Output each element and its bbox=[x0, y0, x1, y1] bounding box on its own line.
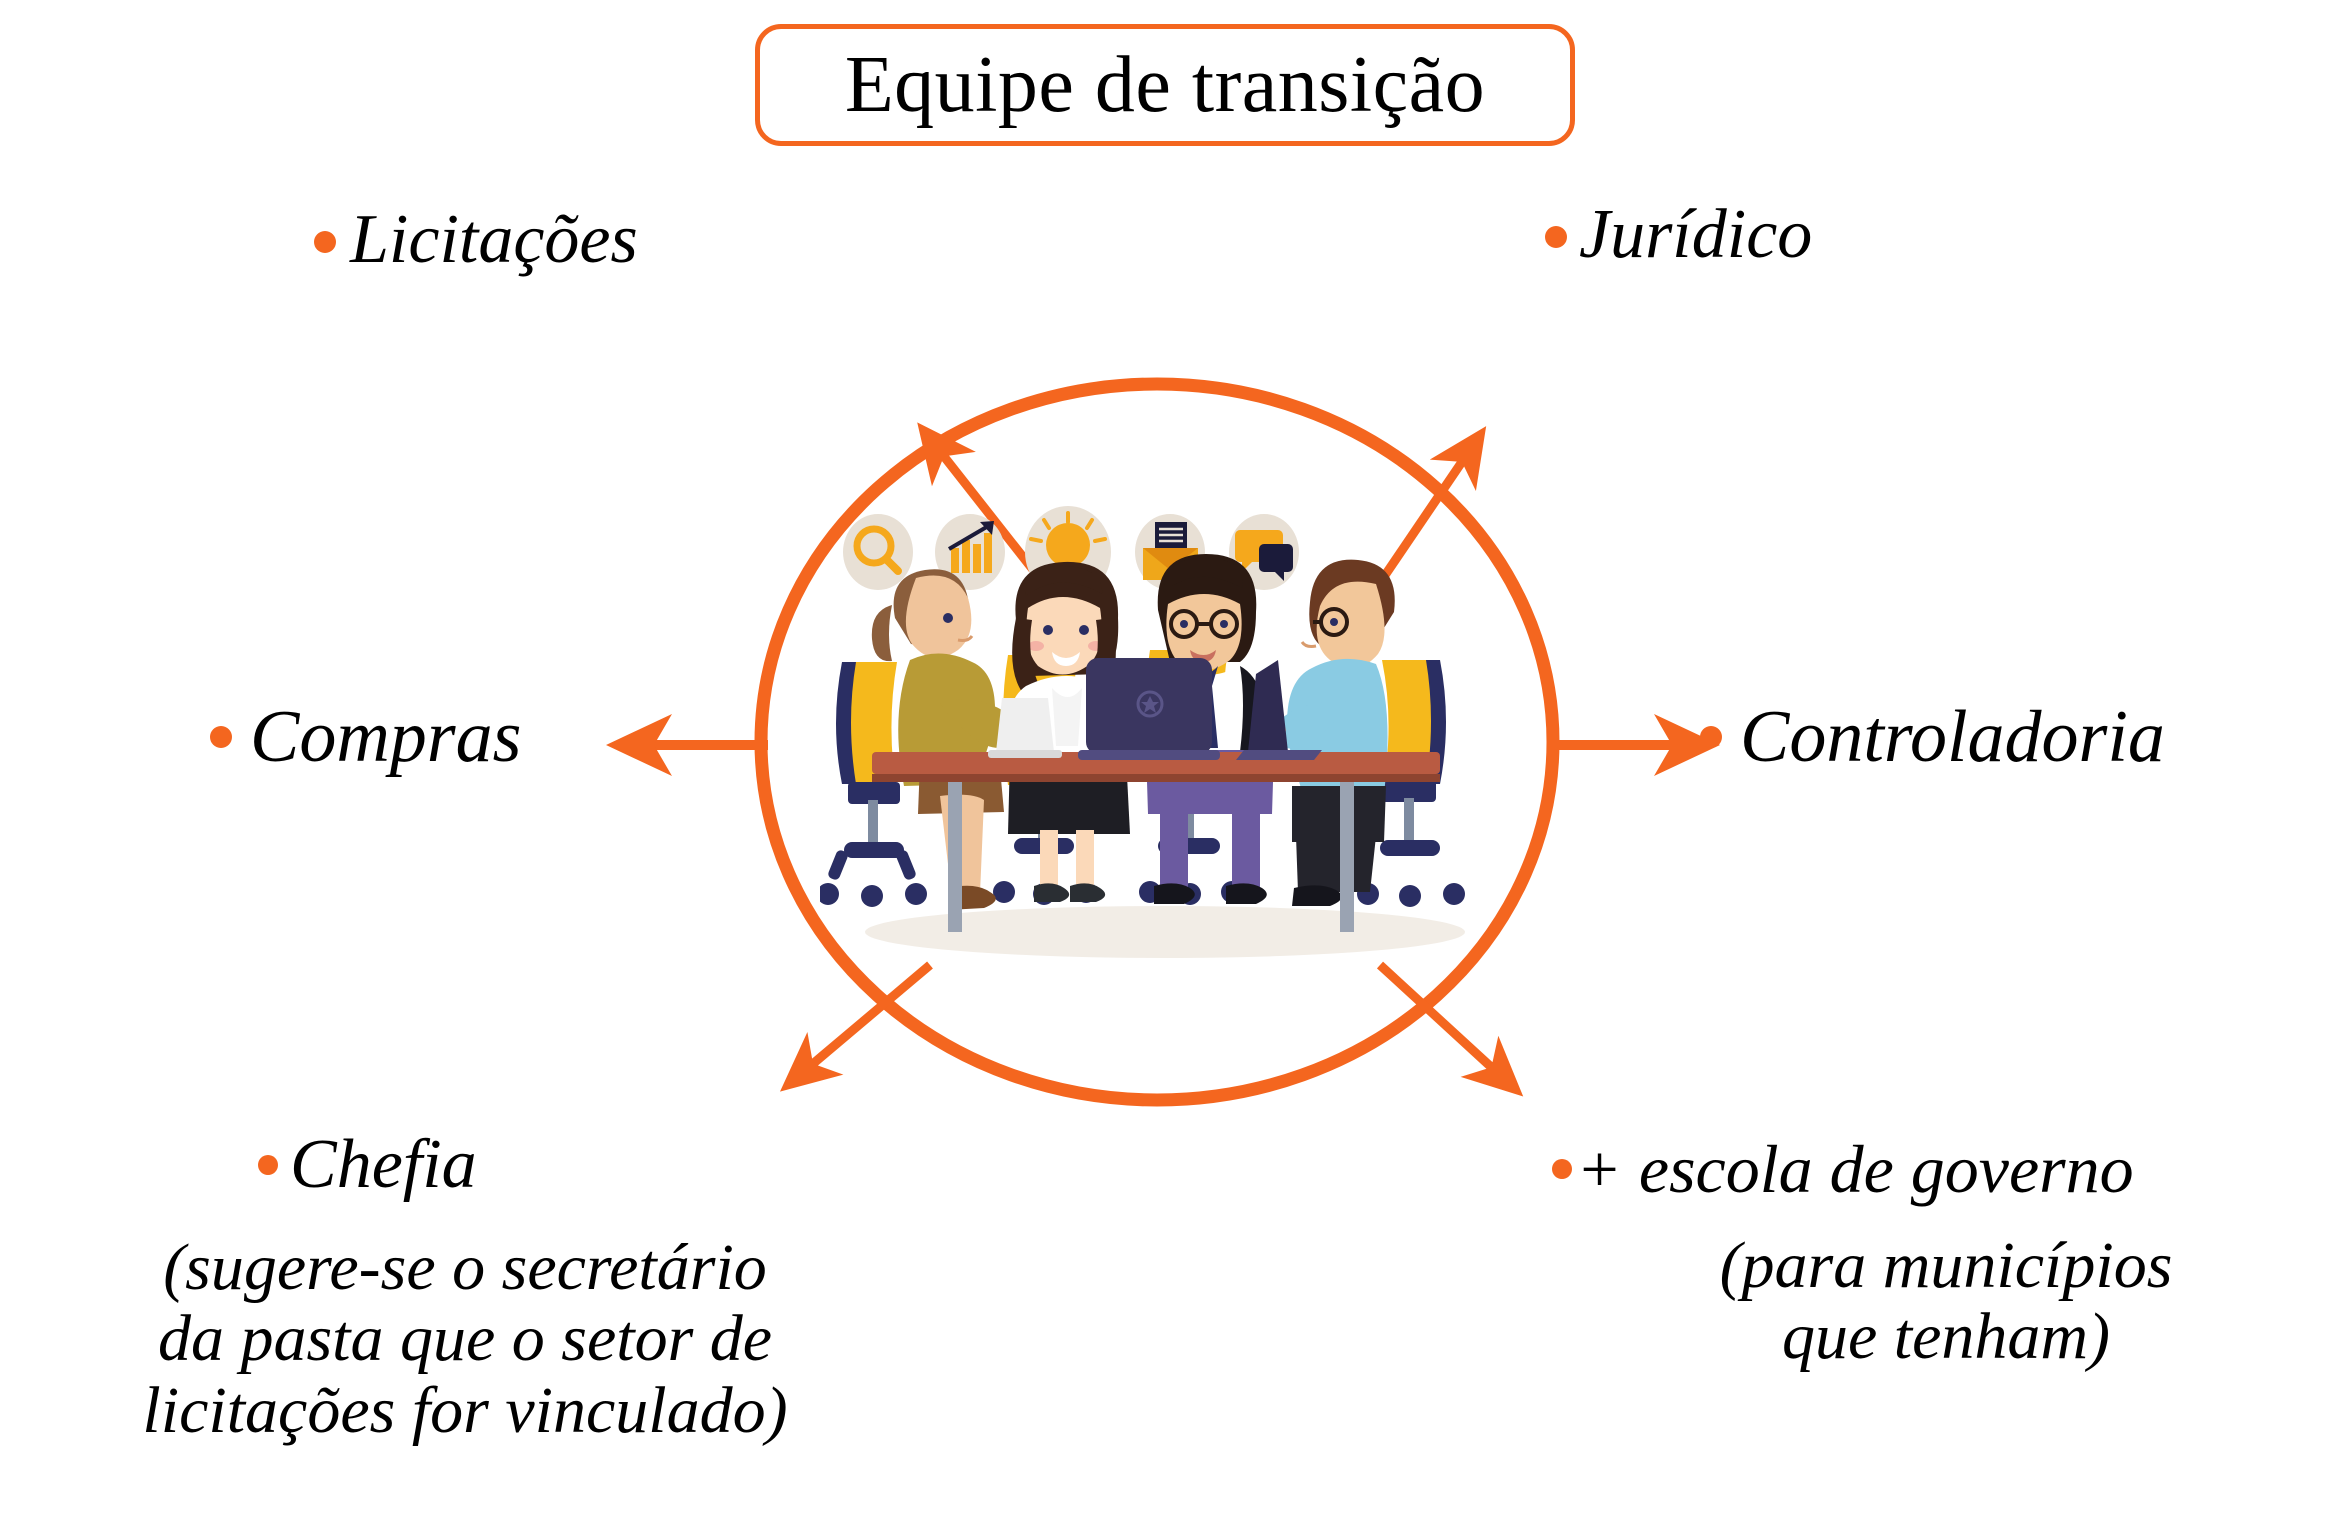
label-juridico: Jurídico bbox=[1545, 200, 1812, 270]
office-chair-4 bbox=[1357, 660, 1465, 907]
note-escola-de-governo: (para municípios que tenham) bbox=[1556, 1230, 2336, 1373]
label-chefia: Chefia bbox=[258, 1130, 477, 1200]
laptop-center bbox=[1078, 658, 1220, 760]
note-chefia-line-1: (sugere-se o secretário bbox=[163, 1231, 767, 1304]
orange-bullet-icon bbox=[210, 726, 232, 748]
arrow-top-right bbox=[1371, 426, 1487, 593]
bar-chart-growth-icon bbox=[935, 514, 1005, 590]
label-chefia-text: Chefia bbox=[290, 1126, 477, 1203]
label-compras-text: Compras bbox=[250, 696, 522, 778]
note-chefia-line-3: licitações for vinculado) bbox=[142, 1373, 788, 1447]
laptop-left bbox=[988, 698, 1062, 758]
orange-bullet-icon bbox=[1700, 726, 1722, 748]
label-compras: Compras bbox=[210, 700, 521, 774]
note-chefia: (sugere-se o secretário da pasta que o s… bbox=[10, 1232, 920, 1446]
label-juridico-text: Jurídico bbox=[1579, 196, 1813, 273]
label-escola-de-governo: + escola de governo bbox=[1552, 1135, 2134, 1203]
label-licitacoes: Licitações bbox=[314, 205, 638, 275]
orange-bullet-icon bbox=[258, 1155, 278, 1175]
note-chefia-line-2: da pasta que o setor de bbox=[157, 1302, 773, 1376]
label-controladoria-text: Controladoria bbox=[1740, 696, 2165, 778]
central-graphic bbox=[590, 340, 1730, 1130]
search-icon bbox=[843, 514, 913, 590]
team-meeting-illustration bbox=[820, 500, 1510, 970]
label-licitacoes-text: Licitações bbox=[350, 201, 638, 278]
orange-bullet-icon bbox=[1552, 1159, 1572, 1179]
diagram-title-box: Equipe de transição bbox=[755, 24, 1575, 146]
arrow-bottom-left bbox=[779, 961, 933, 1092]
label-controladoria: Controladoria bbox=[1700, 700, 2165, 774]
page-title: Equipe de transição bbox=[844, 41, 1486, 129]
arrow-bottom-right bbox=[1376, 961, 1524, 1097]
note-escola-line-2: que tenham) bbox=[1781, 1300, 2111, 1374]
laptop-right bbox=[1236, 660, 1322, 760]
note-escola-line-1: (para municípios bbox=[1719, 1229, 2173, 1302]
orange-bullet-icon bbox=[1545, 226, 1567, 248]
label-escola-de-governo-text: + escola de governo bbox=[1576, 1131, 2134, 1207]
orange-bullet-icon bbox=[314, 231, 336, 253]
